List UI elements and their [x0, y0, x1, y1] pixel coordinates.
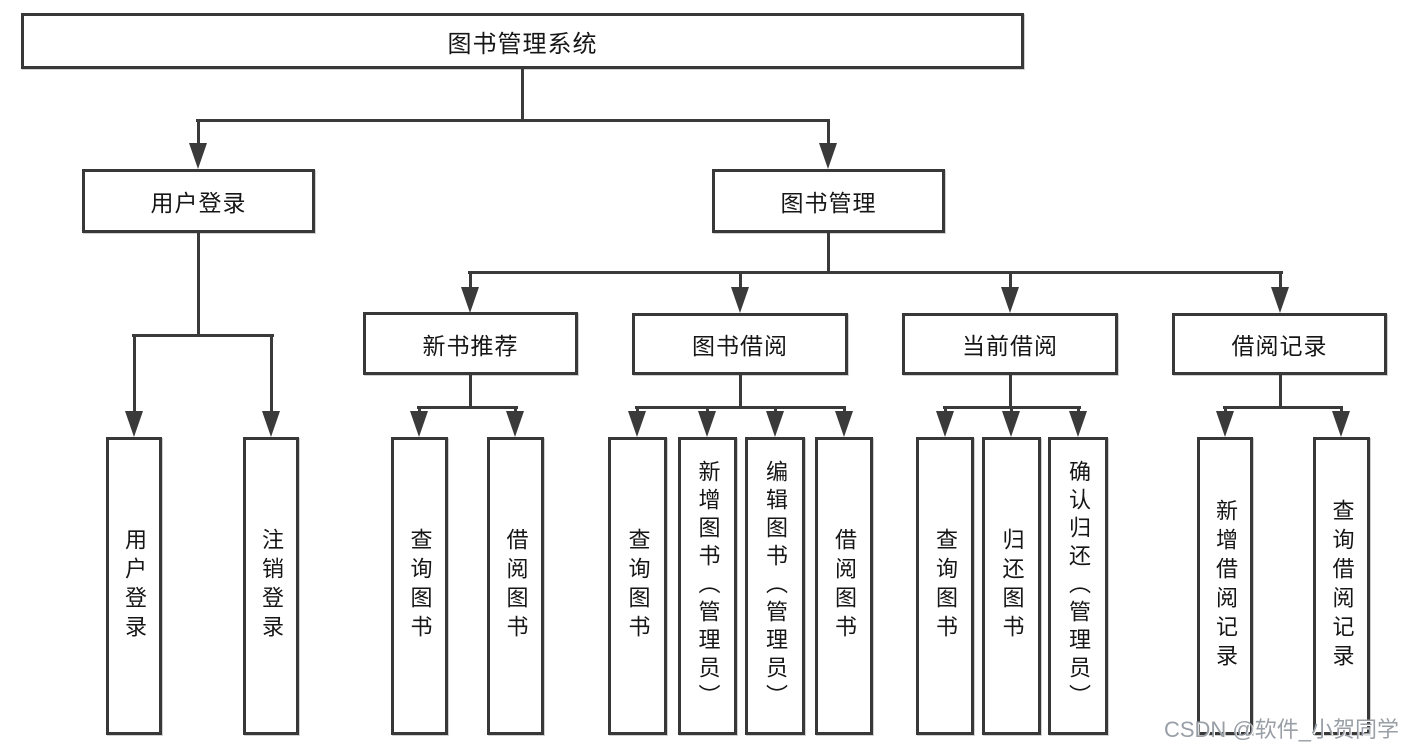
leaf-label: 查询图书 — [625, 528, 651, 644]
leaf-label: 借阅图书 — [503, 528, 529, 644]
leaf-borrow-books-borrow: 借阅图书 — [815, 437, 873, 735]
connector-line — [417, 406, 518, 409]
arrow-down-icon — [1002, 411, 1020, 437]
arrow-down-icon — [1216, 411, 1234, 437]
leaf-label: 查询图书 — [933, 528, 958, 644]
leaf-logout: 注销登录 — [243, 437, 299, 735]
connector-line — [132, 334, 274, 337]
connector-line — [1009, 375, 1012, 408]
arrow-down-icon — [410, 411, 428, 437]
leaf-add-borrow-record: 新增借阅记录 — [1197, 437, 1253, 735]
leaf-label: 新增借阅记录 — [1213, 499, 1238, 673]
leaf-query-books-current: 查询图书 — [916, 437, 974, 735]
leaf-label: 确认归还（管理员） — [1066, 460, 1091, 712]
arrow-down-icon — [1271, 287, 1289, 313]
arrow-down-icon — [698, 411, 716, 437]
leaf-return-book: 归还图书 — [982, 437, 1041, 735]
leaf-label: 注销登录 — [259, 528, 284, 644]
node-book-borrow: 图书借阅 — [632, 313, 848, 375]
arrow-down-icon — [936, 411, 954, 437]
leaf-confirm-return-admin: 确认归还（管理员） — [1048, 437, 1108, 735]
connector-line — [739, 375, 742, 408]
node-current-borrow: 当前借阅 — [902, 313, 1118, 375]
arrow-down-icon — [835, 411, 853, 437]
leaf-label: 查询借阅记录 — [1329, 499, 1355, 673]
leaf-label: 用户登录 — [122, 528, 147, 644]
leaf-add-book-admin: 新增图书（管理员） — [678, 437, 737, 735]
arrow-down-icon — [628, 411, 646, 437]
leaf-query-books-recommend: 查询图书 — [391, 437, 448, 735]
connector-line — [469, 272, 472, 290]
node-current-borrow-label: 当前借阅 — [962, 333, 1058, 359]
connector-line — [270, 335, 273, 415]
leaf-query-borrow-record: 查询借阅记录 — [1313, 437, 1370, 735]
leaf-edit-book-admin: 编辑图书（管理员） — [745, 437, 805, 735]
connector-line — [469, 374, 472, 408]
arrow-down-icon — [461, 287, 479, 313]
watermark-text: CSDN @软件_小贺同学 — [1163, 717, 1399, 742]
arrow-down-icon — [819, 143, 837, 169]
connector-line — [197, 120, 200, 148]
connector-line — [196, 119, 830, 122]
leaf-borrow-books-recommend: 借阅图书 — [487, 437, 544, 735]
node-new-book-recommend-label: 新书推荐 — [422, 332, 519, 359]
leaf-label: 编辑图书（管理员） — [763, 460, 788, 712]
leaf-label: 归还图书 — [999, 528, 1025, 644]
node-root: 图书管理系统 — [21, 13, 1024, 69]
connector-line — [739, 272, 742, 290]
arrow-down-icon — [506, 411, 524, 437]
connector-line — [827, 120, 830, 148]
connector-line — [197, 232, 200, 337]
connector-line — [827, 232, 830, 273]
connector-line — [635, 406, 846, 409]
node-borrow-records: 借阅记录 — [1172, 313, 1387, 375]
arrow-down-icon — [189, 143, 207, 169]
connector-line — [1223, 406, 1343, 409]
node-user-login: 用户登录 — [82, 169, 315, 233]
arrow-down-icon — [125, 411, 143, 437]
connector-line — [133, 335, 136, 415]
node-book-borrow-label: 图书借阅 — [692, 333, 788, 359]
node-new-book-recommend: 新书推荐 — [363, 312, 578, 375]
leaf-user-login: 用户登录 — [106, 437, 162, 735]
leaf-label: 借阅图书 — [832, 528, 857, 644]
connector-line — [1279, 272, 1282, 290]
arrow-down-icon — [731, 287, 749, 313]
connector-line — [1279, 375, 1282, 408]
arrow-down-icon — [766, 411, 784, 437]
arrow-down-icon — [1069, 411, 1087, 437]
arrow-down-icon — [262, 411, 280, 437]
arrow-down-icon — [1332, 411, 1350, 437]
node-borrow-records-label: 借阅记录 — [1231, 333, 1328, 359]
node-book-management: 图书管理 — [712, 169, 945, 233]
node-book-management-label: 图书管理 — [780, 190, 877, 216]
connector-line — [468, 271, 1283, 274]
connector-line — [1009, 272, 1012, 290]
leaf-query-books-borrow: 查询图书 — [608, 437, 667, 735]
connector-line — [521, 69, 524, 120]
arrow-down-icon — [1001, 287, 1019, 313]
leaf-label: 查询图书 — [407, 528, 433, 644]
node-root-label: 图书管理系统 — [447, 30, 598, 58]
node-user-login-label: 用户登录 — [150, 190, 247, 216]
leaf-label: 新增图书（管理员） — [695, 460, 721, 712]
